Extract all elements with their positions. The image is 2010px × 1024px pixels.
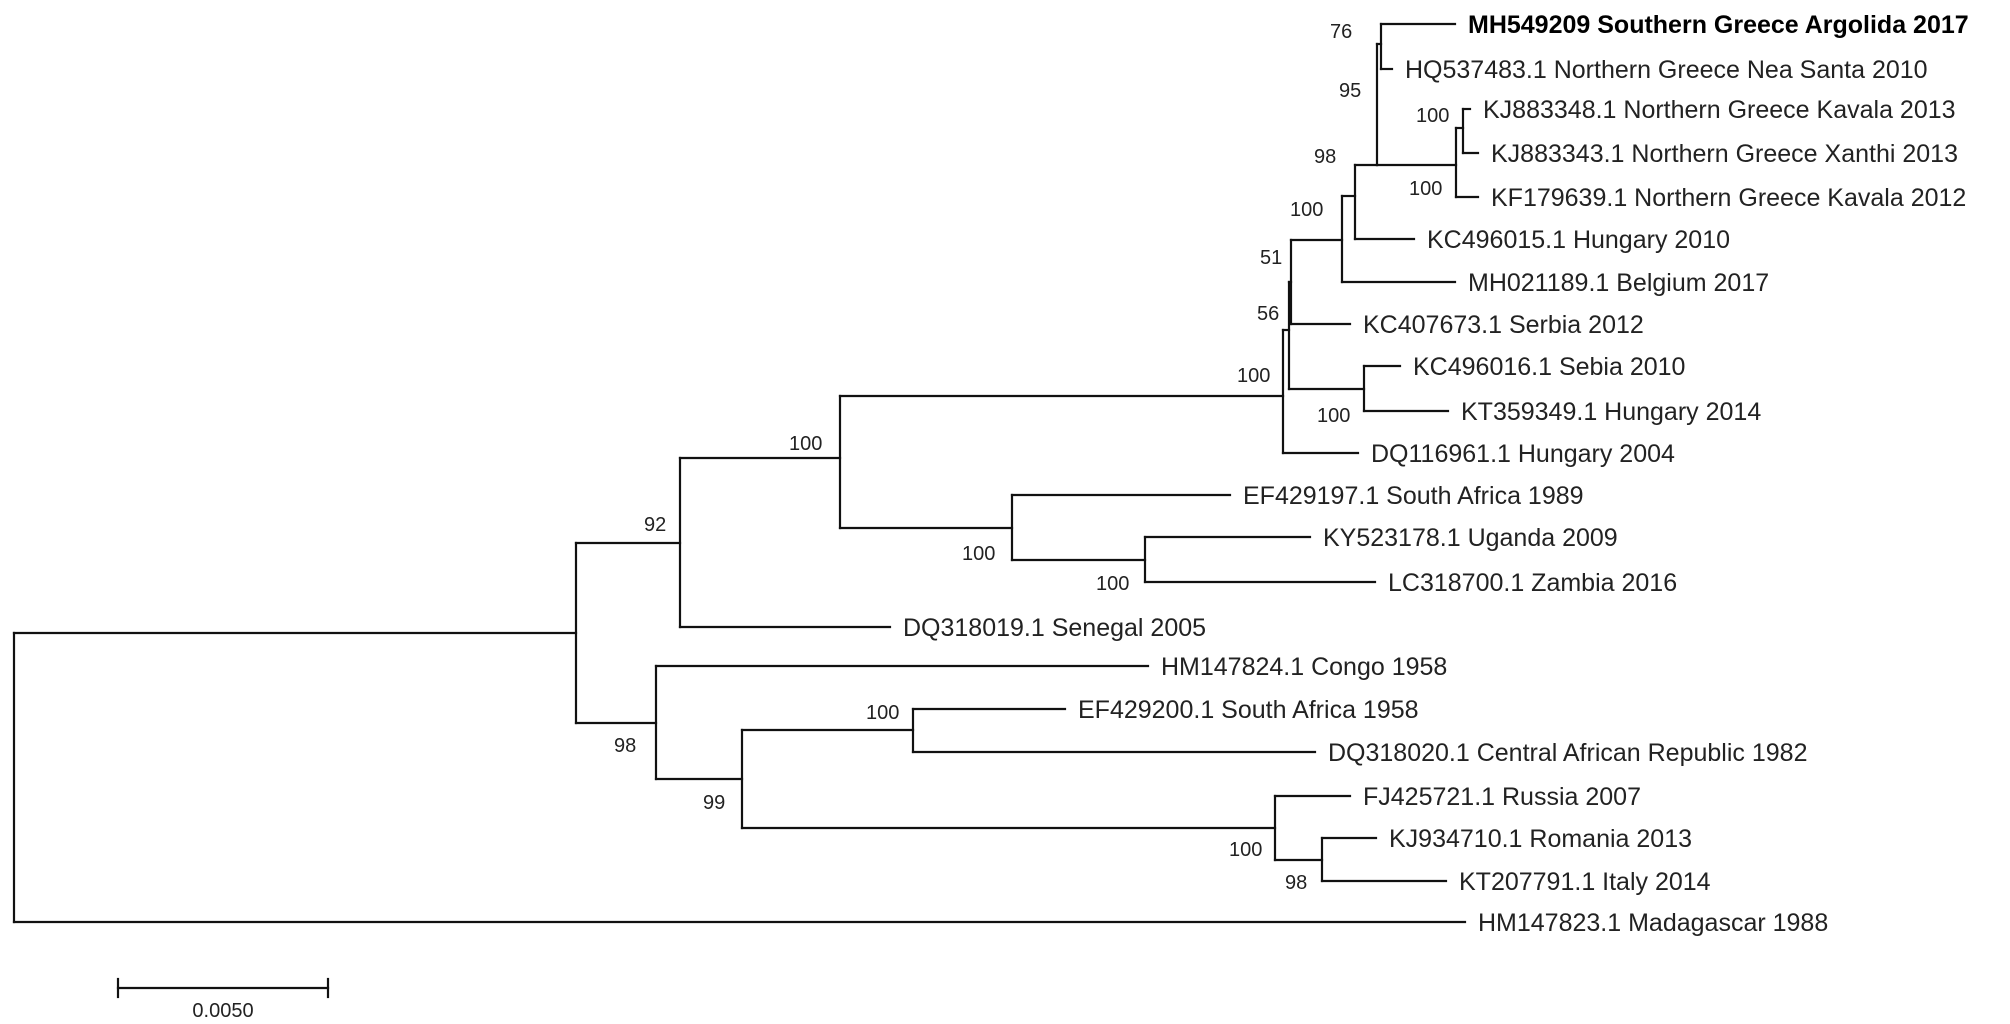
bootstrap-value: 51 <box>1260 247 1282 269</box>
bootstrap-value: 100 <box>1096 573 1129 595</box>
leaf-labels: MH549209 Southern Greece Argolida 2017 H… <box>903 11 1969 937</box>
leaf-label: DQ318020.1 Central African Republic 1982 <box>1328 739 1807 767</box>
bootstrap-value: 100 <box>789 433 822 455</box>
leaf-label: KJ883343.1 Northern Greece Xanthi 2013 <box>1491 140 1958 168</box>
leaf-label: MH549209 Southern Greece Argolida 2017 <box>1468 11 1969 39</box>
bootstrap-value: 92 <box>644 514 666 536</box>
bootstrap-value: 56 <box>1257 303 1279 325</box>
bootstrap-value: 100 <box>962 543 995 565</box>
scale-bar-label: 0.0050 <box>192 1000 253 1022</box>
bootstrap-labels: 76 95 100 100 98 100 51 56 100 100 100 1… <box>614 21 1449 894</box>
bootstrap-value: 76 <box>1330 21 1352 43</box>
bootstrap-value: 100 <box>1290 199 1323 221</box>
leaf-label: HM147823.1 Madagascar 1988 <box>1478 909 1828 937</box>
leaf-label: KC496016.1 Sebia 2010 <box>1413 353 1685 381</box>
bootstrap-value: 100 <box>1317 405 1350 427</box>
scale-bar: 0.0050 <box>116 977 330 1022</box>
leaf-label: EF429197.1 South Africa 1989 <box>1243 482 1584 510</box>
leaf-label: KJ883348.1 Northern Greece Kavala 2013 <box>1483 96 1956 124</box>
leaf-label: FJ425721.1 Russia 2007 <box>1363 783 1641 811</box>
bootstrap-value: 100 <box>1409 178 1442 200</box>
leaf-label: KC407673.1 Serbia 2012 <box>1363 311 1644 339</box>
bootstrap-value: 99 <box>703 792 725 814</box>
bootstrap-value: 98 <box>1314 146 1336 168</box>
leaf-label: KY523178.1 Uganda 2009 <box>1323 524 1618 552</box>
tree-branches <box>12 22 1480 924</box>
leaf-label: KT359349.1 Hungary 2014 <box>1461 398 1761 426</box>
bootstrap-value: 98 <box>614 735 636 757</box>
leaf-label: HQ537483.1 Northern Greece Nea Santa 201… <box>1405 56 1928 84</box>
bootstrap-value: 100 <box>866 702 899 724</box>
bootstrap-value: 100 <box>1416 105 1449 127</box>
leaf-label: MH021189.1 Belgium 2017 <box>1468 269 1769 297</box>
bootstrap-value: 100 <box>1229 839 1262 861</box>
bootstrap-value: 100 <box>1237 365 1270 387</box>
leaf-label: EF429200.1 South Africa 1958 <box>1078 696 1419 724</box>
leaf-label: HM147824.1 Congo 1958 <box>1161 653 1447 681</box>
bootstrap-value: 95 <box>1339 80 1361 102</box>
leaf-label: LC318700.1 Zambia 2016 <box>1388 569 1677 597</box>
leaf-label: DQ116961.1 Hungary 2004 <box>1371 440 1675 468</box>
leaf-label: KC496015.1 Hungary 2010 <box>1427 226 1730 254</box>
leaf-label: KT207791.1 Italy 2014 <box>1459 868 1711 896</box>
leaf-label: KJ934710.1 Romania 2013 <box>1389 825 1692 853</box>
bootstrap-value: 98 <box>1285 872 1307 894</box>
leaf-label: KF179639.1 Northern Greece Kavala 2012 <box>1491 184 1966 212</box>
leaf-label: DQ318019.1 Senegal 2005 <box>903 614 1206 642</box>
